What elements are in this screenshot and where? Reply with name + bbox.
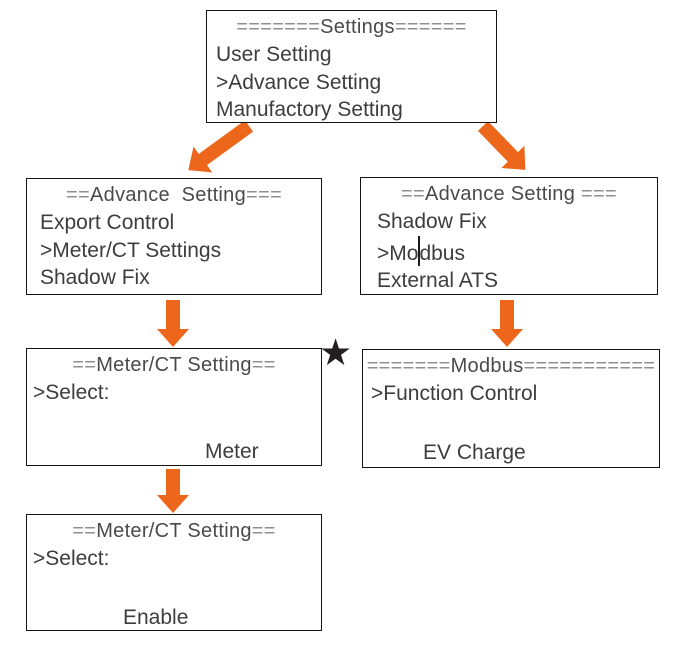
menu-item-advance-setting: >Advance Setting — [216, 70, 382, 94]
title-text: Meter/CT Setting — [96, 520, 252, 542]
title-text: Meter/CT Setting — [96, 354, 252, 376]
title-equals-right: == — [251, 520, 276, 542]
select-value-ev-charge: EV Charge — [423, 440, 526, 464]
title-equals-left: ======= — [366, 355, 451, 377]
menu-item-select: >Select: — [33, 381, 110, 404]
meter-ct-setting-title: ==Meter/CT Setting== — [27, 518, 321, 545]
advance-setting-right-screen: ==Advance Setting === Shadow Fix >Modbus… — [360, 177, 658, 295]
modbus-screen-title: =======Modbus=========== — [363, 353, 659, 380]
arrow-settings-to-advance-left-icon — [188, 120, 254, 173]
menu-item-function-control: >Function Control — [371, 382, 538, 405]
title-equals-right: === — [246, 184, 282, 206]
meter-ct-setting-screen-meter: ==Meter/CT Setting== >Select: Meter — [26, 348, 322, 466]
menu-item-external-ats: External ATS — [377, 269, 498, 292]
title-equals-left: == — [401, 183, 425, 205]
modbus-label-pre-cursor: >Mo — [377, 241, 419, 265]
title-equals-right: =========== — [523, 355, 656, 377]
modbus-label-post-cursor: dbus — [419, 241, 465, 265]
text-cursor — [418, 235, 421, 266]
title-equals-right: ====== — [394, 16, 467, 38]
arrow-advance-left-to-meter-icon — [157, 300, 189, 347]
menu-item-shadow-fix: Shadow Fix — [40, 266, 150, 289]
menu-item-meter-ct-settings: >Meter/CT Settings — [40, 238, 222, 262]
menu-item-modbus: >Modbus — [361, 235, 657, 268]
arrow-advance-right-to-modbus-icon — [491, 300, 523, 347]
menu-item-manufactory-setting: Manufactory Setting — [216, 98, 403, 121]
title-equals-right: === — [581, 183, 617, 205]
settings-screen: =======Settings====== User Setting >Adva… — [206, 10, 497, 123]
title-equals-left: ======= — [236, 16, 321, 38]
title-equals-left: == — [72, 354, 97, 376]
advance-setting-right-title: ==Advance Setting === — [361, 181, 657, 208]
modbus-screen: =======Modbus=========== >Function Contr… — [362, 349, 660, 468]
title-equals-left: == — [72, 520, 97, 542]
arrow-settings-to-advance-right-icon — [477, 121, 526, 170]
meter-ct-setting-title: ==Meter/CT Setting== — [27, 352, 321, 379]
title-equals-right: == — [251, 354, 276, 376]
select-value-enable: Enable — [123, 605, 189, 629]
advance-setting-left-title: ==Advance Setting=== — [27, 182, 321, 209]
meter-ct-setting-screen-enable: ==Meter/CT Setting== >Select: Enable — [26, 514, 322, 631]
star-marker-icon: ★ — [319, 332, 353, 373]
menu-item-select: >Select: — [33, 547, 110, 570]
advance-setting-left-screen: ==Advance Setting=== Export Control >Met… — [26, 178, 322, 295]
menu-item-export-control: Export Control — [40, 211, 175, 234]
title-text: Modbus — [450, 355, 524, 377]
title-equals-left: == — [66, 184, 90, 206]
menu-item-shadow-fix: Shadow Fix — [377, 210, 487, 233]
select-value-meter: Meter — [205, 439, 259, 463]
title-text: Advance Setting — [425, 183, 582, 205]
title-text: Advance Setting — [90, 184, 247, 206]
arrow-meter-to-enable-icon — [157, 469, 189, 513]
title-text: Settings — [320, 16, 395, 38]
settings-screen-title: =======Settings====== — [207, 14, 496, 41]
menu-item-user-setting: User Setting — [216, 43, 332, 66]
